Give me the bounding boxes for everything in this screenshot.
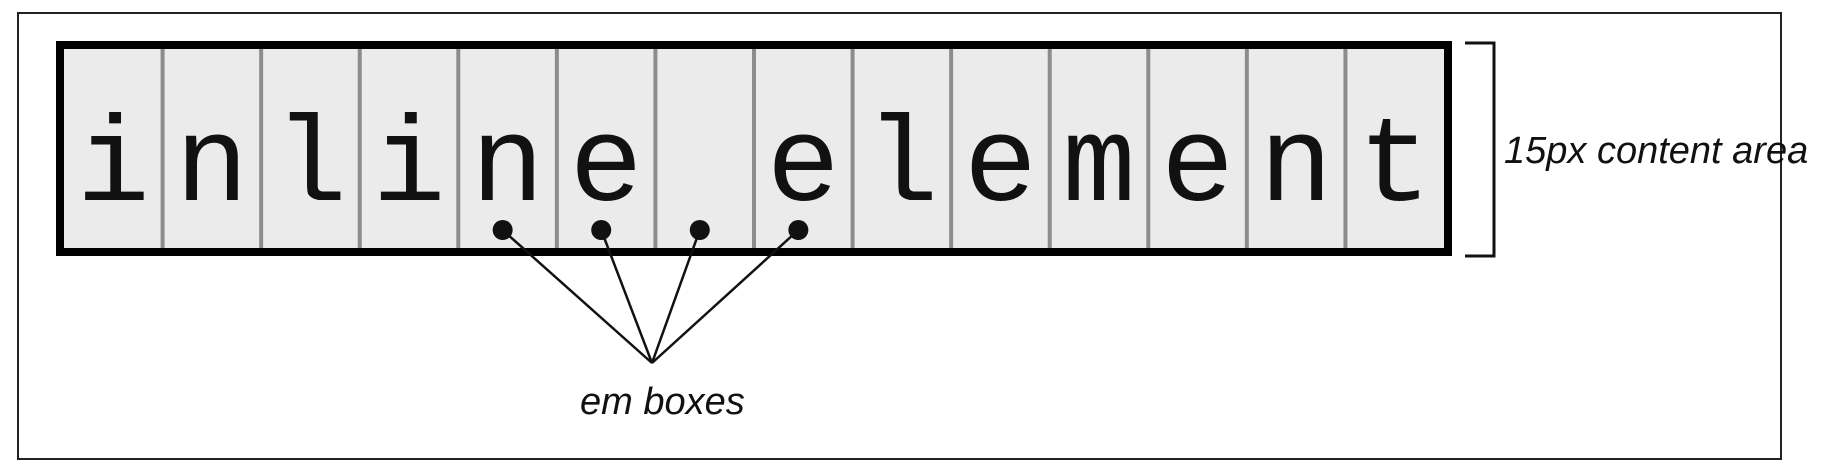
- em-box-4: [458, 49, 557, 248]
- em-box-dividers: [160, 49, 1348, 248]
- glyph-m: m: [1062, 98, 1135, 237]
- glyph-i: i: [372, 98, 445, 237]
- pointer-dot: [689, 220, 710, 240]
- pointer-line: [501, 229, 653, 364]
- glyph-e: e: [1161, 98, 1234, 237]
- em-box-8: [852, 49, 952, 248]
- em-box-7: [754, 49, 853, 248]
- em-box-0: [64, 49, 163, 248]
- glyph-l: l: [274, 98, 347, 237]
- em-box-9: [951, 49, 1050, 248]
- pointer-dot: [591, 220, 612, 240]
- content-area-box: [56, 41, 1452, 256]
- em-box-5: [556, 49, 656, 248]
- em-box-cells: [64, 49, 1444, 248]
- glyph-n: n: [1260, 98, 1333, 237]
- glyph-l: l: [865, 98, 938, 237]
- glyph-e: e: [767, 98, 840, 237]
- glyph-e: e: [570, 98, 643, 237]
- content-area-bracket: [1465, 41, 1496, 258]
- pointer-dot: [492, 220, 513, 240]
- glyph-space: [668, 98, 741, 237]
- glyph-t: t: [1358, 98, 1431, 237]
- pointer-line: [651, 229, 800, 364]
- pointer-line: [600, 229, 654, 364]
- em-box-12: [1246, 49, 1346, 248]
- glyph-i: i: [77, 98, 150, 237]
- glyph-n: n: [175, 98, 248, 237]
- em-box-11: [1148, 49, 1247, 248]
- em-box-10: [1049, 49, 1149, 248]
- em-box-13: [1345, 49, 1444, 248]
- em-box-3: [359, 49, 459, 248]
- glyph-e: e: [964, 98, 1037, 237]
- pointer-line: [650, 229, 701, 364]
- em-box-2: [261, 49, 360, 248]
- glyph-n: n: [471, 98, 544, 237]
- content-area-label: 15px content area: [1504, 130, 1808, 172]
- em-box-1: [162, 49, 262, 248]
- em-box-pointers: [492, 220, 809, 364]
- em-boxes-label: em boxes: [580, 381, 745, 423]
- pointer-dot: [788, 220, 809, 240]
- em-box-6: [655, 49, 754, 248]
